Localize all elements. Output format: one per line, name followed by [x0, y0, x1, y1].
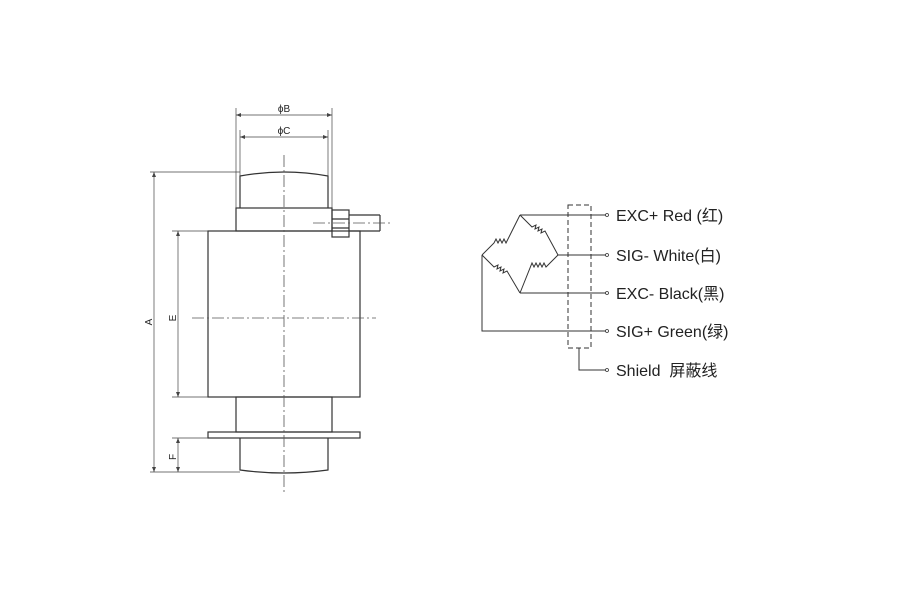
- shield-wire: [578, 348, 606, 371]
- shield-box: [567, 204, 592, 349]
- dim-label-b: ϕB: [278, 104, 291, 115]
- dim-label-f: F: [168, 454, 179, 460]
- wire-label-exc-minus: EXC- Black(黑): [616, 286, 724, 303]
- wire-label-shield: Shield 屏蔽线: [616, 362, 717, 380]
- wire-label-exc-plus: EXC+ Red (红): [616, 207, 723, 225]
- dim-label-e: E: [168, 314, 179, 321]
- bottom-foot: [239, 438, 329, 474]
- wire-label-sig-plus: SIG+ Green(绿): [616, 323, 728, 341]
- cable-gland: [331, 209, 350, 238]
- dim-label-a: A: [144, 318, 155, 325]
- dim-label-c: ϕC: [278, 126, 291, 137]
- wire-label-sig-minus: SIG- White(白): [616, 247, 721, 265]
- wheatstone-bridge: [481, 204, 606, 371]
